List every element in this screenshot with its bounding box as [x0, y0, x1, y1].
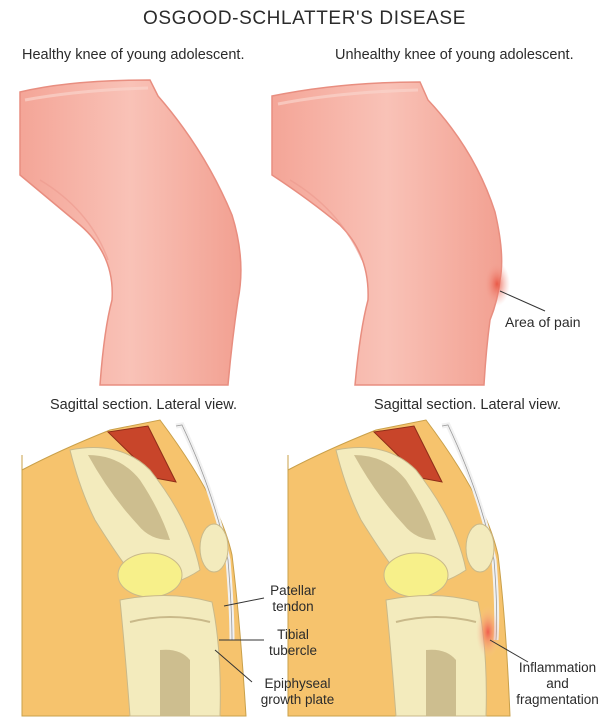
inflammation-label: Inflammation and fragmentation [510, 660, 605, 708]
unhealthy-section-caption: Sagittal section. Lateral view. [374, 397, 561, 413]
patella [200, 524, 228, 572]
healthy-section-illustration [22, 420, 264, 716]
area-of-pain-label: Area of pain [505, 314, 581, 330]
healthy-external-caption: Healthy knee of young adolescent. [22, 47, 244, 63]
healthy-section-caption: Sagittal section. Lateral view. [50, 397, 237, 413]
cartilage [118, 553, 182, 597]
unhealthy-knee-illustration [272, 82, 545, 385]
tibial-tubercle-label: Tibial tubercle [262, 627, 324, 659]
healthy-knee-illustration [20, 80, 241, 385]
unhealthy-external-caption: Unhealthy knee of young adolescent. [335, 47, 574, 63]
pain-callout-line [500, 291, 545, 311]
patellar-tendon-label: Patellar tendon [262, 583, 324, 615]
pain-area-marker [484, 262, 510, 306]
page-title: OSGOOD-SCHLATTER'S DISEASE [0, 8, 609, 30]
growth-plate-label: Epiphyseal growth plate [250, 676, 345, 708]
unhealthy-section-illustration [288, 420, 528, 716]
inflammation-marker [476, 606, 500, 658]
